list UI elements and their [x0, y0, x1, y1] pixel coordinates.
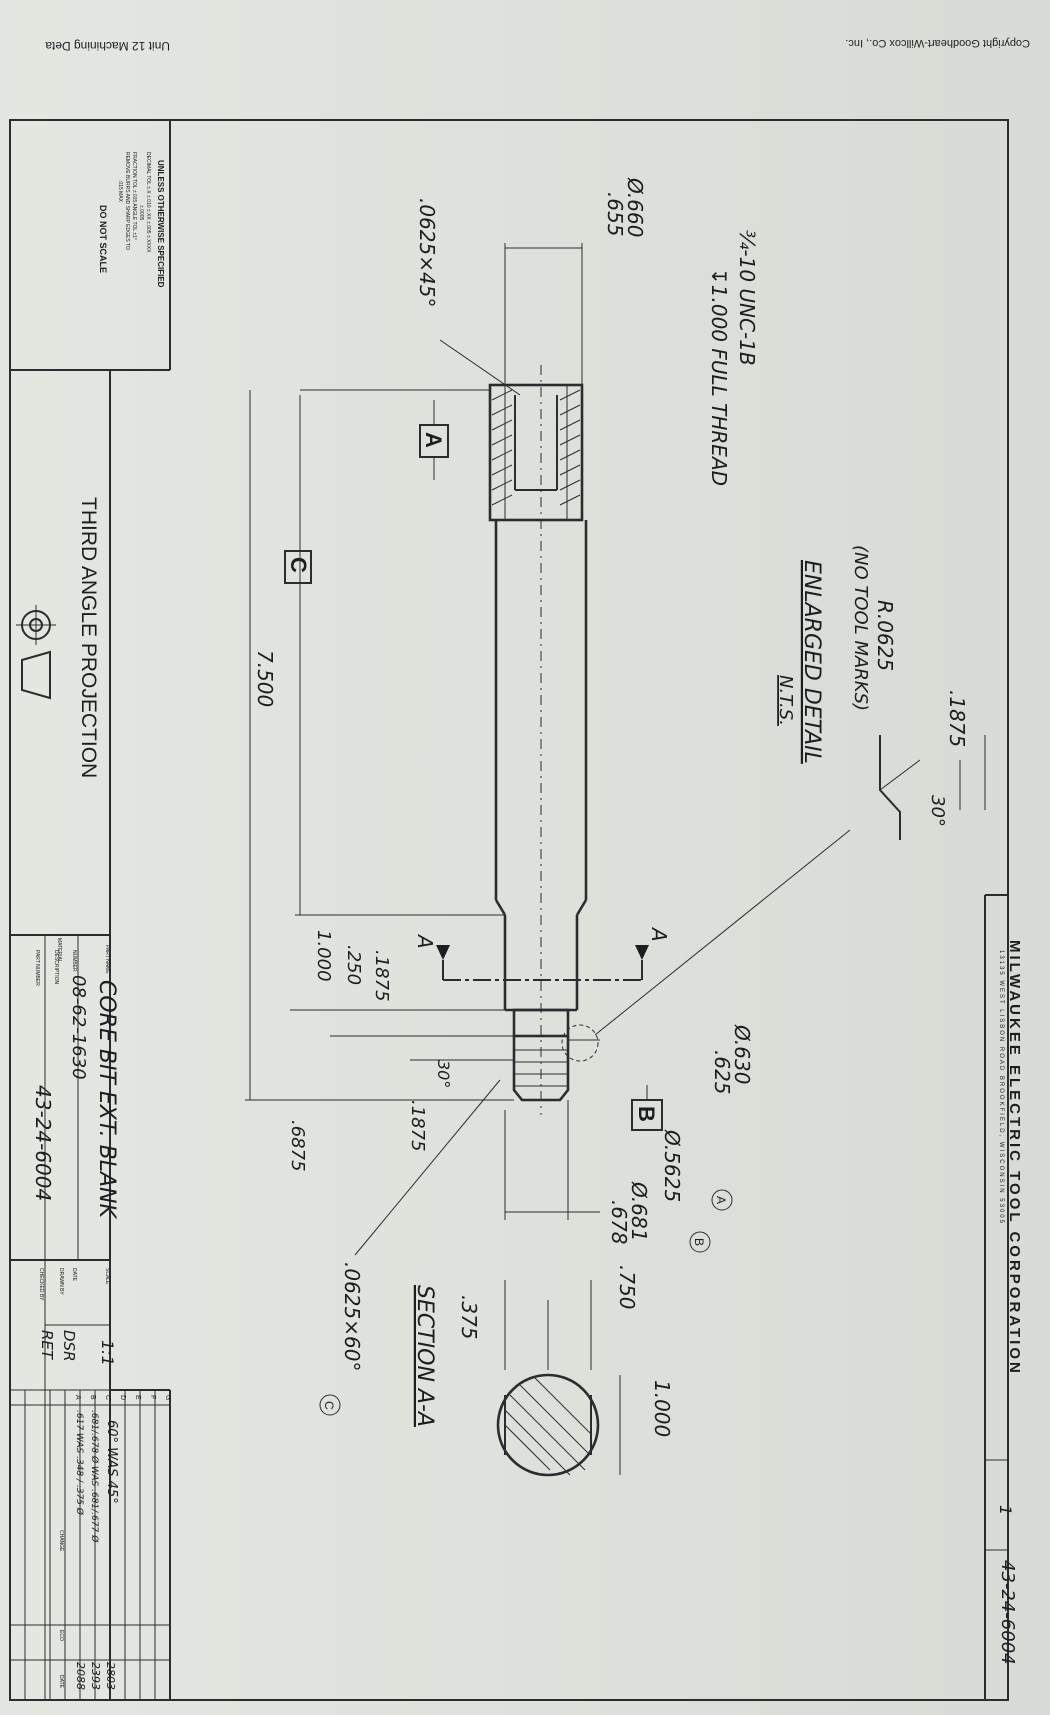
do-not-scale: DO NOT SCALE	[98, 205, 108, 273]
rev-b-change: .681/.678 Ø WAS .681/.677 Ø	[89, 1410, 100, 1543]
svg-text:2088: 2088	[74, 1662, 87, 1690]
svg-text:FRACTION TOL ±.015 ANGLE T: FRACTION TOL ±.015 ANGLE TOL ±1°	[131, 152, 137, 240]
svg-text:C: C	[104, 1395, 111, 1400]
svg-text:E: E	[134, 1395, 141, 1400]
svg-text:A: A	[74, 1395, 81, 1400]
projection-symbol-icon	[16, 605, 56, 700]
part-name: CORE BIT EXT. BLANK	[94, 980, 119, 1220]
section-marker-left: A	[413, 933, 437, 949]
detail-note: (NO TOOL MARKS)	[850, 545, 871, 711]
svg-text:DECIMAL TOL ±.X ±.010 ±.XX ±.: DECIMAL TOL ±.X ±.010 ±.XX ±.005 ±.XXXX	[145, 152, 151, 253]
detail-dim: .1875	[945, 690, 969, 747]
dim-dia-678: .678	[607, 1200, 631, 1245]
thread-hatching	[491, 389, 581, 506]
svg-text:SCALE: SCALE	[104, 1268, 110, 1285]
section-marker-right: A	[647, 926, 671, 942]
sec-dim-375: .375	[457, 1295, 481, 1340]
svg-text:CHANGE: CHANGE	[58, 1530, 64, 1552]
svg-text:NUMBER: NUMBER	[71, 950, 77, 972]
rev-c-change: 60° WAS 45°	[104, 1420, 119, 1504]
title-block	[10, 120, 171, 1700]
chamfer-top: .0625×45°	[415, 198, 439, 307]
dim-dia-681: Ø.681	[627, 1181, 651, 1241]
svg-text:MATERIAL: MATERIAL	[56, 938, 62, 963]
rev-circle-c	[319, 1394, 341, 1416]
dim-dia-630: Ø.630	[730, 1024, 754, 1084]
checked-by: RET	[38, 1330, 56, 1361]
dim-dia-5625: Ø.5625	[660, 1129, 684, 1202]
datum-c-box	[284, 550, 312, 584]
dim-overall: 7.500	[253, 650, 277, 707]
copyright-text: Copyright Goodheart-Willcox Co., Inc.	[845, 37, 1030, 49]
detail-leader	[594, 829, 851, 1036]
shaft-tip	[512, 1036, 570, 1102]
notes-heading: UNLESS OTHERWISE SPECIFIED	[156, 160, 165, 288]
svg-text:B: B	[89, 1395, 96, 1400]
svg-text:DRAWN BY: DRAWN BY	[58, 1268, 64, 1295]
svg-text:REMOVE BURRS AND SHARP EDGES T: REMOVE BURRS AND SHARP EDGES TO	[124, 152, 130, 250]
svg-text:F: F	[149, 1395, 156, 1399]
svg-text:DATE: DATE	[58, 1675, 64, 1689]
svg-text:2393: 2393	[89, 1662, 102, 1690]
sheet-number: 1	[996, 1505, 1015, 1515]
company-address: 13135 WEST LISBON ROAD BROOKFIELD, WISCO…	[998, 950, 1004, 1225]
svg-text:DATE: DATE	[71, 1268, 77, 1282]
enlarged-detail	[879, 735, 986, 840]
svg-text:CHECKED BY: CHECKED BY	[38, 1268, 44, 1301]
datum-b: B	[634, 1106, 659, 1122]
dim-6875: .6875	[287, 1120, 308, 1172]
svg-text:A: A	[714, 1196, 728, 1204]
svg-text:ECO: ECO	[58, 1630, 64, 1641]
dim-dia-625: .625	[710, 1050, 734, 1095]
svg-text:B: B	[692, 1238, 706, 1246]
svg-text:PART NUMBER: PART NUMBER	[34, 950, 40, 986]
svg-text:D: D	[119, 1395, 126, 1400]
dim-250: .250	[343, 945, 364, 985]
scale-value: 1:1	[98, 1340, 117, 1366]
part-number: 43-24-6004	[31, 1085, 55, 1201]
detail-radius: R.0625	[873, 600, 897, 671]
dim-1875b: .1875	[407, 1100, 428, 1152]
thread-dia-2: .655	[603, 192, 627, 237]
drawing-number: 43-24-6004	[997, 1560, 1018, 1665]
rev-a-change: .617 WAS .348 / .375 Ø	[74, 1410, 85, 1516]
sec-dim-750: .750	[615, 1265, 639, 1310]
drawn-by: DSR	[60, 1330, 78, 1362]
datum-a: A	[421, 432, 446, 448]
detail-scale: N.T.S.	[775, 675, 796, 726]
thread-dia-1: Ø.660	[623, 177, 647, 237]
projection-label: THIRD ANGLE PROJECTION	[77, 497, 100, 778]
dim-angle-30: 30°	[434, 1060, 453, 1088]
svg-text:.015 MAX: .015 MAX	[117, 180, 123, 203]
dim-1875a: .1875	[371, 950, 392, 1002]
drawing-border	[9, 119, 1009, 1701]
thread-depth: ↧1.000 FULL THREAD	[707, 268, 731, 486]
sec-dim-1000: 1.000	[650, 1380, 674, 1437]
thread-spec: ¾-10 UNC-1B	[735, 230, 759, 366]
svg-text:G: G	[164, 1395, 171, 1400]
detail-angle: 30°	[927, 795, 948, 827]
company-name: MILWAUKEE ELECTRIC TOOL CORPORATION	[1006, 940, 1023, 1376]
detail-circle	[561, 1024, 599, 1062]
svg-text:C: C	[322, 1401, 336, 1410]
svg-text:2803: 2803	[104, 1662, 117, 1690]
material-number: 08-62-1630	[68, 975, 89, 1080]
section-a-a-view	[496, 1280, 621, 1477]
rev-circle-a	[711, 1189, 733, 1211]
section-title: SECTION A-A	[412, 1285, 437, 1427]
chamfer-bottom: .0625×60°	[340, 1262, 364, 1371]
datum-c: C	[286, 557, 311, 573]
svg-text:PART NAME: PART NAME	[104, 945, 110, 974]
detail-title: ENLARGED DETAIL	[799, 560, 824, 764]
shaft-view	[488, 365, 599, 1115]
unit-header-text: Unit 12 Machining Deta	[45, 39, 170, 53]
shaft-threaded-end	[488, 383, 584, 522]
svg-text:±.0005: ±.0005	[138, 205, 144, 220]
dim-1000: 1.000	[313, 930, 334, 982]
section-cut-line	[436, 945, 649, 981]
rev-circle-b	[689, 1231, 711, 1253]
svg-text:DESCRIPTION: DESCRIPTION	[53, 950, 59, 985]
